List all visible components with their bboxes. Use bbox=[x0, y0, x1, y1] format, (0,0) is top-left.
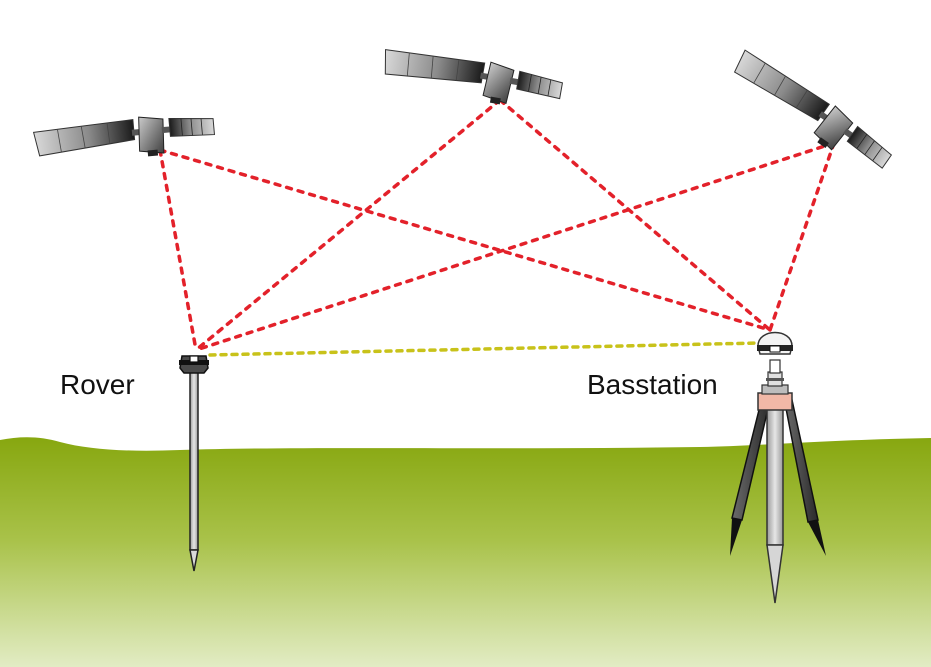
satellite-icon bbox=[725, 44, 897, 182]
gnss-base-station-tripod-icon bbox=[730, 331, 826, 604]
signal-line-sat3-rover bbox=[194, 141, 836, 352]
signal-line-sat2-rover bbox=[194, 98, 502, 352]
signal-line-sat2-base bbox=[498, 98, 772, 332]
satellite-icon bbox=[379, 43, 565, 115]
signal-lines bbox=[158, 98, 836, 357]
rover-label: Rover bbox=[60, 369, 135, 400]
gnss-rover-pole-icon bbox=[179, 355, 209, 572]
base-station-label: Basstation bbox=[587, 369, 718, 400]
signal-line-sat1-base bbox=[158, 148, 772, 332]
rover-base-link-line bbox=[208, 341, 760, 357]
signal-line-sat3-base bbox=[768, 141, 836, 332]
signal-line-sat1-rover bbox=[158, 148, 198, 352]
ground bbox=[0, 437, 931, 667]
